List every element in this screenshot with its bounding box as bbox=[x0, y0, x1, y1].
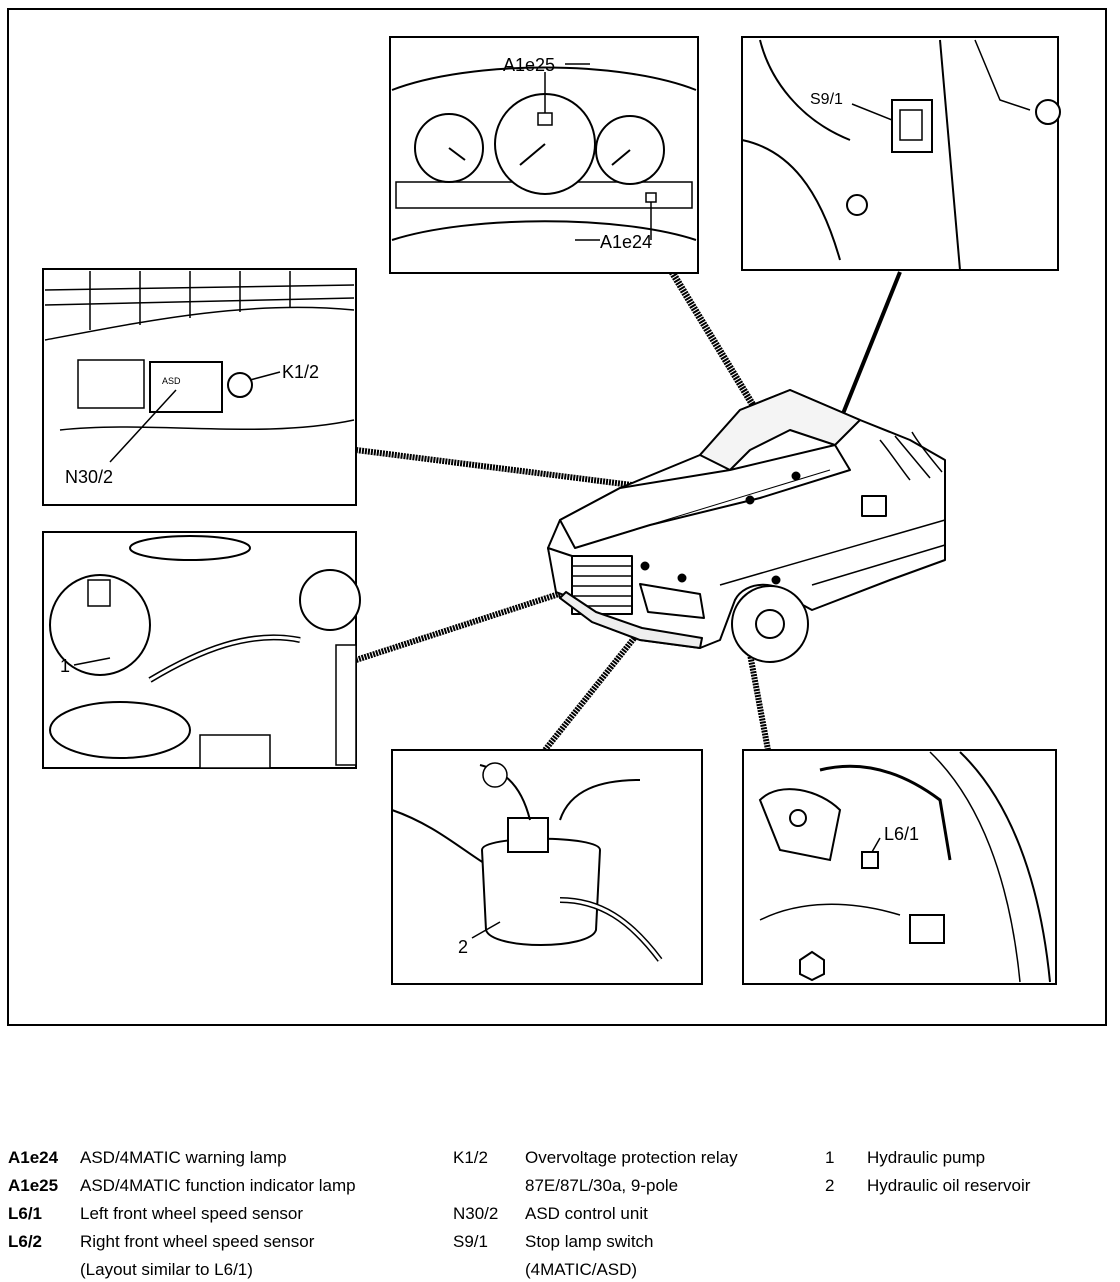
car-headlight-right bbox=[639, 583, 705, 619]
hydraulic-pump-body bbox=[49, 574, 151, 676]
callout-1: 1 bbox=[60, 656, 70, 676]
legend-desc: Hydraulic pump bbox=[867, 1148, 986, 1167]
oil-reservoir-cap bbox=[507, 817, 549, 853]
legend-desc: Overvoltage protection relay bbox=[525, 1148, 738, 1167]
legend-code: S9/1 bbox=[453, 1232, 488, 1251]
legend-desc: ASD/4MATIC function indicator lamp bbox=[80, 1176, 356, 1195]
legend-code: 1 bbox=[825, 1148, 835, 1167]
legend-code: K1/2 bbox=[453, 1148, 488, 1167]
stop-lamp-switch-body bbox=[891, 99, 933, 153]
car-windshield-wipers bbox=[879, 431, 943, 481]
car-hood bbox=[559, 444, 851, 549]
car-front-wheel-hub bbox=[755, 609, 785, 639]
legend-desc: Right front wheel speed sensor bbox=[80, 1232, 315, 1251]
legend-desc: ASD control unit bbox=[525, 1204, 648, 1223]
asd-control-unit-box bbox=[149, 361, 223, 413]
panel-wheel-sensor: L6/1 bbox=[742, 749, 1057, 985]
legend: A1e24 ASD/4MATIC warning lamp A1e25 ASD/… bbox=[0, 1140, 1120, 1280]
callout-k1-2: K1/2 bbox=[282, 362, 319, 382]
point-instrument-cluster bbox=[791, 471, 801, 481]
car-side-line bbox=[719, 519, 946, 586]
callout-l6-1: L6/1 bbox=[884, 824, 919, 844]
panel-stop-lamp-switch: S9/1 bbox=[741, 36, 1061, 271]
callout-a1e25: A1e25 bbox=[503, 55, 555, 75]
legend-desc: Hydraulic oil reservoir bbox=[867, 1176, 1031, 1195]
legend-desc: Left front wheel speed sensor bbox=[80, 1204, 304, 1223]
legend-code: A1e25 bbox=[8, 1176, 59, 1195]
component-locator-diagram: A1e25 A1e24 S9/1 ASD K1/2 N30/ bbox=[42, 36, 1061, 985]
legend-desc: ASD/4MATIC warning lamp bbox=[80, 1148, 287, 1167]
point-hydraulic-pump bbox=[640, 561, 650, 571]
panel-instrument-cluster: A1e25 A1e24 bbox=[389, 36, 699, 274]
car-hood-crease bbox=[599, 469, 831, 541]
car-illustration bbox=[547, 389, 946, 663]
legend-code: L6/2 bbox=[8, 1232, 43, 1251]
callout-n30-2: N30/2 bbox=[65, 467, 113, 487]
panel-control-unit: ASD K1/2 N30/2 bbox=[42, 268, 357, 506]
legend-desc: (4MATIC/ASD) bbox=[525, 1260, 638, 1279]
wheel-speed-sensor bbox=[861, 851, 879, 869]
legend-code: N30/2 bbox=[453, 1204, 499, 1223]
legend-code: L6/1 bbox=[8, 1204, 43, 1223]
callout-2: 2 bbox=[458, 937, 468, 957]
car-mirror bbox=[861, 495, 887, 517]
point-oil-reservoir bbox=[677, 573, 687, 583]
callout-s9-1: S9/1 bbox=[810, 91, 843, 108]
asd-indicator-lamp bbox=[537, 112, 553, 126]
asd-warning-lamp bbox=[645, 192, 657, 203]
car-headlight-left bbox=[547, 547, 573, 599]
diagram-frame bbox=[7, 8, 1107, 1026]
legend-desc: Stop lamp switch bbox=[525, 1232, 654, 1251]
legend-desc: (Layout similar to L6/1) bbox=[80, 1260, 253, 1279]
car-bumper bbox=[559, 591, 703, 649]
legend-code: A1e24 bbox=[8, 1148, 59, 1167]
panel-oil-reservoir: 2 bbox=[391, 749, 703, 985]
legend-code: 2 bbox=[825, 1176, 835, 1195]
point-stop-lamp-switch bbox=[771, 575, 781, 585]
car-side-line-lower bbox=[811, 544, 946, 586]
oil-reservoir-body bbox=[480, 837, 602, 946]
legend-desc: 87E/87L/30a, 9-pole bbox=[525, 1176, 679, 1195]
asd-label: ASD bbox=[162, 376, 181, 386]
point-control-unit bbox=[745, 495, 755, 505]
overvoltage-relay bbox=[227, 372, 253, 398]
panel-hydraulic-pump: 1 bbox=[42, 531, 361, 769]
callout-a1e24: A1e24 bbox=[600, 232, 652, 252]
